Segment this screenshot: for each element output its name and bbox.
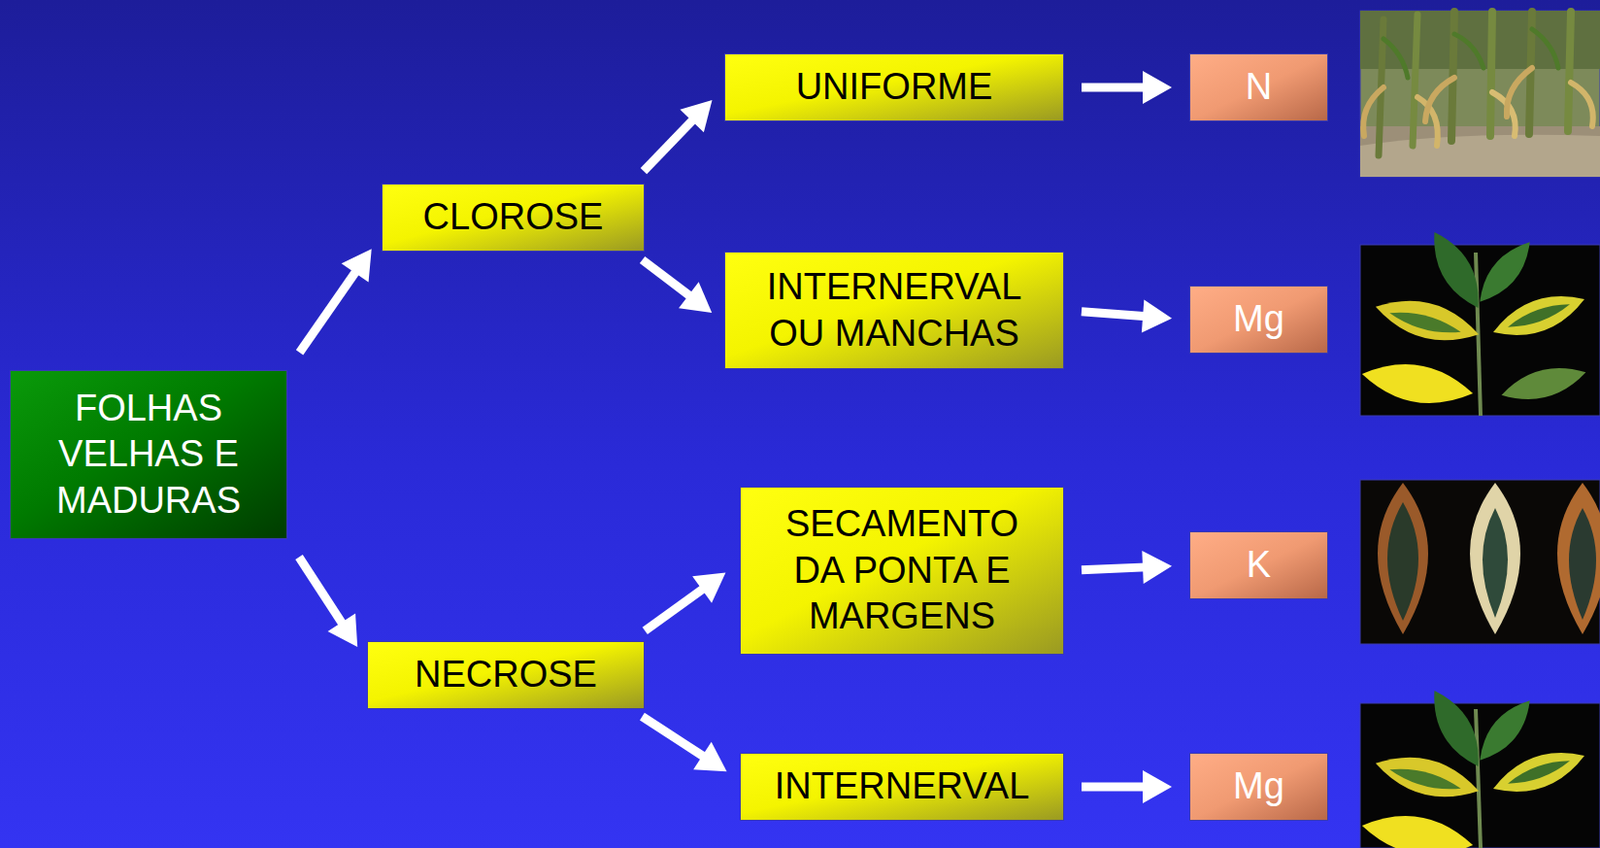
dry-leaf: [1570, 82, 1594, 127]
symptom-box: INTERNERVAL OU MANCHAS: [724, 251, 1065, 369]
arrow-shaft: [1081, 566, 1147, 570]
category-box: CLOROSE: [381, 183, 645, 252]
flow-arrow: [641, 716, 727, 772]
necrotic-leaf: [1557, 482, 1600, 634]
arrow-shaft: [641, 716, 705, 758]
arrow-head: [679, 100, 712, 133]
node-text: N: [1245, 64, 1272, 111]
magnesium-leaf-photo: [1359, 225, 1600, 416]
node-text: Mg: [1233, 296, 1285, 343]
symptom-box: SECAMENTO DA PONTA E MARGENS: [739, 486, 1065, 655]
arrow-shaft: [644, 587, 705, 632]
start-box: FOLHAS VELHAS E MADURAS: [9, 369, 288, 539]
yellow-leaf: [1370, 745, 1484, 807]
node-text: K: [1246, 541, 1271, 589]
green-leaf: [1383, 38, 1408, 78]
dry-leaf: [1363, 87, 1384, 136]
leaf-vein-green: [1387, 762, 1463, 795]
arrow-head: [678, 281, 712, 313]
flow-arrow: [643, 100, 713, 171]
photo-background: [1360, 10, 1600, 69]
node-text: SECAMENTO DA PONTA E MARGENS: [769, 500, 1034, 640]
arrow-head: [1142, 70, 1172, 104]
green-leaf: [1532, 29, 1559, 68]
necrotic-leaf: [1377, 482, 1429, 634]
flow-arrow: [1081, 70, 1172, 104]
corn-plants: [1363, 11, 1594, 156]
arrow-shaft: [300, 269, 358, 353]
green-leaf: [1469, 233, 1539, 310]
flow-arrow: [1081, 550, 1172, 584]
arrow-shaft: [1081, 782, 1147, 792]
arrow-shaft: [299, 556, 344, 626]
flow-arrow: [644, 571, 726, 631]
leaf-green-center: [1482, 507, 1508, 618]
arrow-shaft: [1081, 83, 1147, 93]
nutrient-box: K: [1189, 531, 1329, 600]
arrow-head: [1141, 550, 1172, 584]
arrow-shaft: [643, 118, 695, 171]
nutrient-box: Mg: [1189, 752, 1329, 821]
green-leaf: [1422, 225, 1492, 316]
arrow-shaft: [642, 259, 693, 298]
symptom-box: UNIFORME: [724, 53, 1065, 122]
node-text: UNIFORME: [796, 64, 994, 111]
photo-frame: [1360, 10, 1600, 177]
arrow-head: [693, 741, 727, 772]
yellow-leaf: [1488, 284, 1591, 347]
leaf-green-center: [1387, 501, 1419, 621]
magnesium-leaf-photo: [1359, 683, 1600, 848]
symptom-box: INTERNERVAL: [739, 752, 1065, 821]
dry-leaf: [1492, 92, 1516, 136]
arrow-head: [1141, 300, 1172, 334]
soil-ridge: [1360, 134, 1600, 177]
leaf-vein-green: [1505, 299, 1572, 334]
yellow-leaf: [1359, 355, 1477, 412]
yellow-leaf: [1488, 740, 1591, 803]
node-text: FOLHAS VELHAS E MADURAS: [37, 385, 260, 525]
node-text: INTERNERVAL: [774, 763, 1031, 810]
corn-stalk: [1412, 14, 1418, 146]
necrotic-leaf: [1469, 482, 1521, 634]
yellow-leaf: [1359, 806, 1477, 848]
arrow-head: [341, 248, 372, 282]
category-box: NECROSE: [366, 640, 645, 709]
node-text: INTERNERVAL OU MANCHAS: [740, 264, 1048, 357]
dry-leaf: [1425, 77, 1455, 122]
arrow-head: [1142, 769, 1172, 803]
corn-stalk: [1490, 11, 1493, 136]
node-text: Mg: [1233, 763, 1285, 810]
nutrient-box: N: [1189, 53, 1329, 122]
arrow-shaft: [1081, 311, 1147, 317]
green-leaf: [1454, 33, 1484, 68]
flow-arrow: [642, 259, 713, 312]
flow-arrow: [300, 248, 372, 353]
nutrient-box: Mg: [1189, 285, 1329, 354]
arrow-head: [692, 571, 726, 602]
potassium-leaf-photo: [1360, 479, 1600, 644]
leaf-vein-green: [1387, 305, 1463, 338]
leaf-vein-green: [1505, 755, 1572, 790]
arrow-head: [328, 612, 359, 646]
leaf-stem: [1475, 708, 1481, 848]
yellow-leaf: [1370, 289, 1484, 351]
dry-leaf: [1506, 67, 1533, 117]
flow-arrow: [1081, 300, 1172, 334]
corn-stalk: [1567, 11, 1571, 132]
soil: [1360, 126, 1600, 177]
green-leaf: [1498, 359, 1590, 408]
flow-arrow: [299, 556, 358, 646]
green-leaf: [1469, 692, 1539, 768]
node-text: CLOROSE: [423, 194, 604, 241]
node-text: NECROSE: [414, 651, 598, 699]
green-leaf: [1422, 683, 1492, 774]
flow-arrow: [1081, 769, 1172, 803]
leaf-green-center: [1568, 507, 1597, 620]
corn-field-photo: [1360, 10, 1600, 177]
